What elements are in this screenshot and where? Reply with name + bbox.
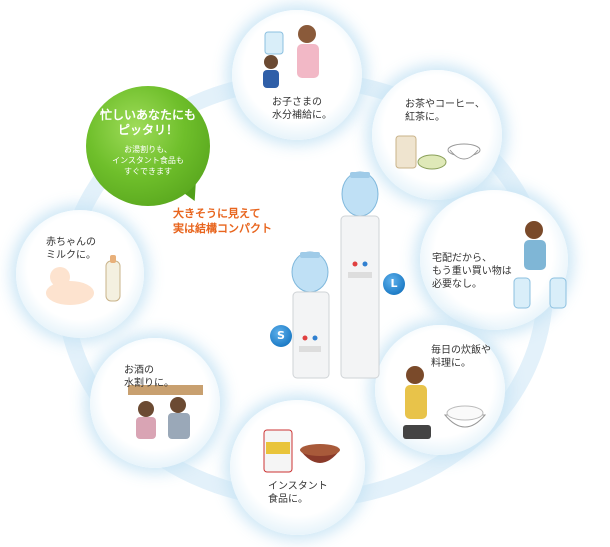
- promo-headline: 忙しいあなたにも ピッタリ！: [99, 108, 196, 137]
- caption-delivery: 宅配だから、 もう重い買い物は 必要なし。: [432, 253, 512, 290]
- mother-child-illustration: [263, 25, 319, 88]
- size-s-badge: S: [270, 325, 292, 347]
- bubble-rice: [375, 325, 505, 455]
- bubble-tea: [372, 70, 502, 200]
- promo-subtext: お湯割りも、 インスタント食品も すぐできます: [112, 145, 184, 176]
- caption-kids: お子さまの 水分補給に。: [272, 97, 332, 121]
- caption-alcohol: お酒の 水割りに。: [124, 365, 174, 389]
- water-server-small: [291, 251, 330, 379]
- caption-instant: インスタント 食品に。: [268, 481, 328, 505]
- bubble-baby: [16, 210, 144, 338]
- instant-noodles-illustration: [263, 429, 340, 473]
- baby-with-bottle-illustration: [46, 255, 121, 305]
- bubble-kids: [232, 10, 362, 140]
- tea-cups-illustration: [395, 135, 481, 170]
- promo-bubble: 忙しいあなたにも ピッタリ！ お湯割りも、 インスタント食品も すぐできます: [86, 86, 210, 206]
- woman-cooking-illustration: [403, 366, 487, 439]
- drinking-couple-illustration: [128, 385, 203, 439]
- compact-tagline: 大きそうに見えて 実は結構コンパクト: [173, 207, 272, 235]
- bubble-instant: [230, 400, 365, 535]
- caption-tea: お茶やコーヒー、 紅茶に。: [405, 99, 485, 123]
- bubble-alcohol: [90, 338, 220, 468]
- size-l-badge: L: [383, 273, 405, 295]
- caption-baby: 赤ちゃんの ミルクに。: [46, 237, 96, 261]
- caption-rice: 毎日の炊飯や 料理に。: [431, 345, 491, 369]
- water-server-large: [340, 171, 380, 379]
- woman-carrying-bottles-illustration: [513, 221, 567, 309]
